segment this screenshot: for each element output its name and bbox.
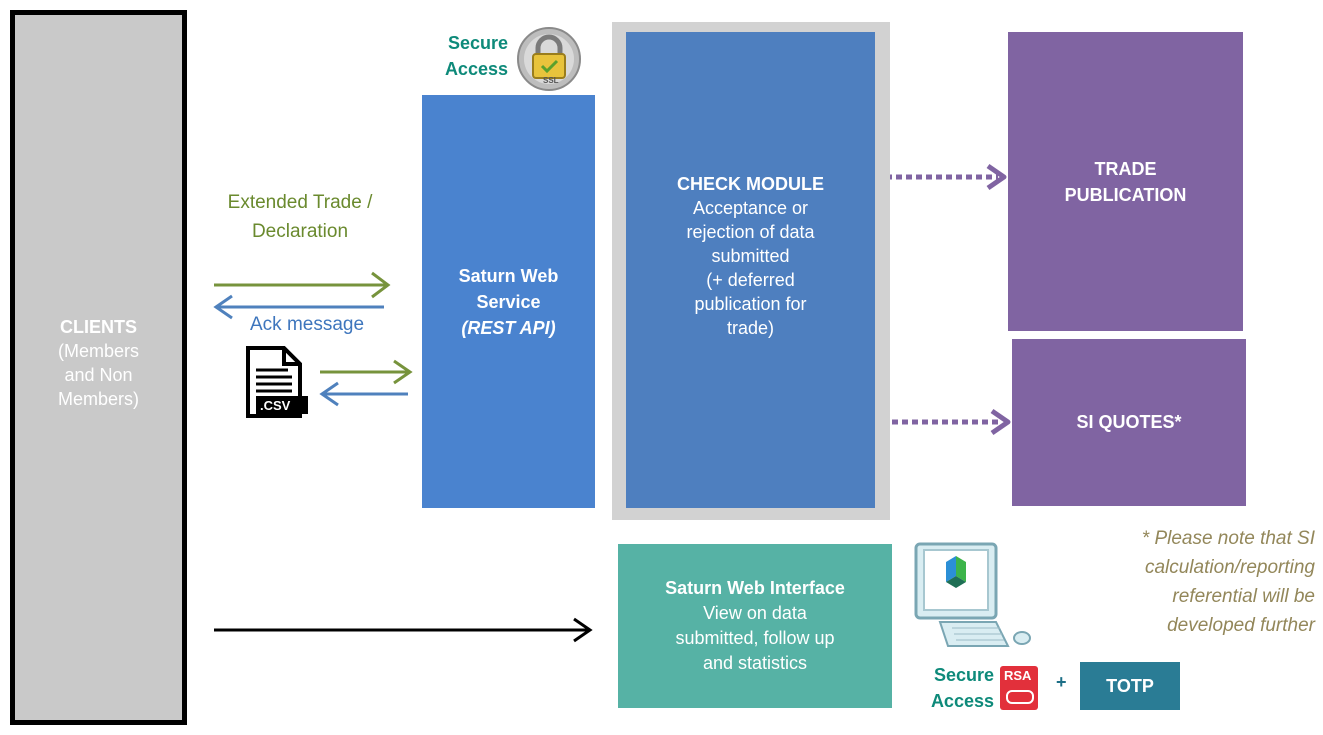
submit-arrow-csv bbox=[320, 359, 413, 385]
publish-arrow-trade bbox=[876, 163, 1007, 191]
secure-access-bottom: Secure Access bbox=[924, 662, 994, 714]
clients-subtitle: (Members and Non Members) bbox=[57, 341, 139, 409]
web-service-api: (REST API) bbox=[461, 317, 556, 338]
si-quotes-box: SI QUOTES* bbox=[1012, 339, 1246, 506]
trade-publication-line1: TRADE bbox=[1094, 159, 1157, 179]
publish-arrow-si bbox=[882, 408, 1011, 436]
rsa-token-shape bbox=[1006, 690, 1034, 704]
ssl-badge-label: SSL bbox=[543, 76, 559, 85]
plus-sign: + bbox=[1056, 672, 1067, 692]
extended-trade-label: Extended Trade / Declaration bbox=[227, 192, 373, 242]
totp-label: TOTP bbox=[1106, 675, 1154, 696]
ack-message-label: Ack message bbox=[250, 314, 365, 335]
ssl-lock-icon: SSL bbox=[516, 26, 582, 92]
rsa-label: RSA bbox=[1004, 668, 1032, 683]
web-interface-description: View on data submitted, follow up and st… bbox=[675, 603, 835, 673]
saturn-web-service-box: Saturn Web Service (REST API) bbox=[422, 95, 595, 508]
check-module-description: Acceptance or rejection of data submitte… bbox=[686, 198, 815, 266]
computer-icon bbox=[912, 542, 1036, 654]
trade-publication-box: TRADE PUBLICATION bbox=[1008, 32, 1243, 331]
secure-access-top-line1: Secure bbox=[447, 33, 508, 53]
totp-box: TOTP bbox=[1080, 662, 1180, 710]
web-interface-arrow bbox=[214, 617, 593, 643]
clients-box: CLIENTS (Members and Non Members) bbox=[10, 10, 187, 725]
ack-arrow-csv bbox=[319, 381, 408, 407]
web-interface-title: Saturn Web Interface bbox=[665, 578, 845, 598]
clients-title: CLIENTS bbox=[59, 317, 137, 337]
check-module-note: (+ deferred publication for trade) bbox=[694, 270, 807, 338]
secure-access-top-line2: Access bbox=[444, 59, 508, 79]
web-service-line2: Service bbox=[476, 291, 541, 312]
secure-access-bottom-line2: Access bbox=[930, 691, 994, 711]
footnote: * Please note that SI calculation/report… bbox=[1141, 528, 1315, 636]
csv-file-icon: .CSV bbox=[244, 346, 310, 418]
check-module-title: CHECK MODULE bbox=[677, 174, 824, 194]
ack-arrow-api bbox=[213, 294, 384, 320]
submit-arrow-api bbox=[214, 271, 391, 299]
csv-label: .CSV bbox=[260, 398, 291, 413]
saturn-web-interface-box: Saturn Web Interface View on data submit… bbox=[618, 544, 892, 708]
secure-access-bottom-line1: Secure bbox=[933, 665, 994, 685]
web-service-line1: Saturn Web bbox=[458, 265, 559, 286]
rsa-token-icon: RSA bbox=[1000, 666, 1038, 710]
secure-access-top: Secure Access bbox=[434, 30, 508, 82]
check-module-box: CHECK MODULE Acceptance or rejection of … bbox=[626, 32, 875, 508]
trade-publication-line2: PUBLICATION bbox=[1064, 185, 1187, 205]
si-quotes-label: SI QUOTES* bbox=[1076, 412, 1182, 432]
